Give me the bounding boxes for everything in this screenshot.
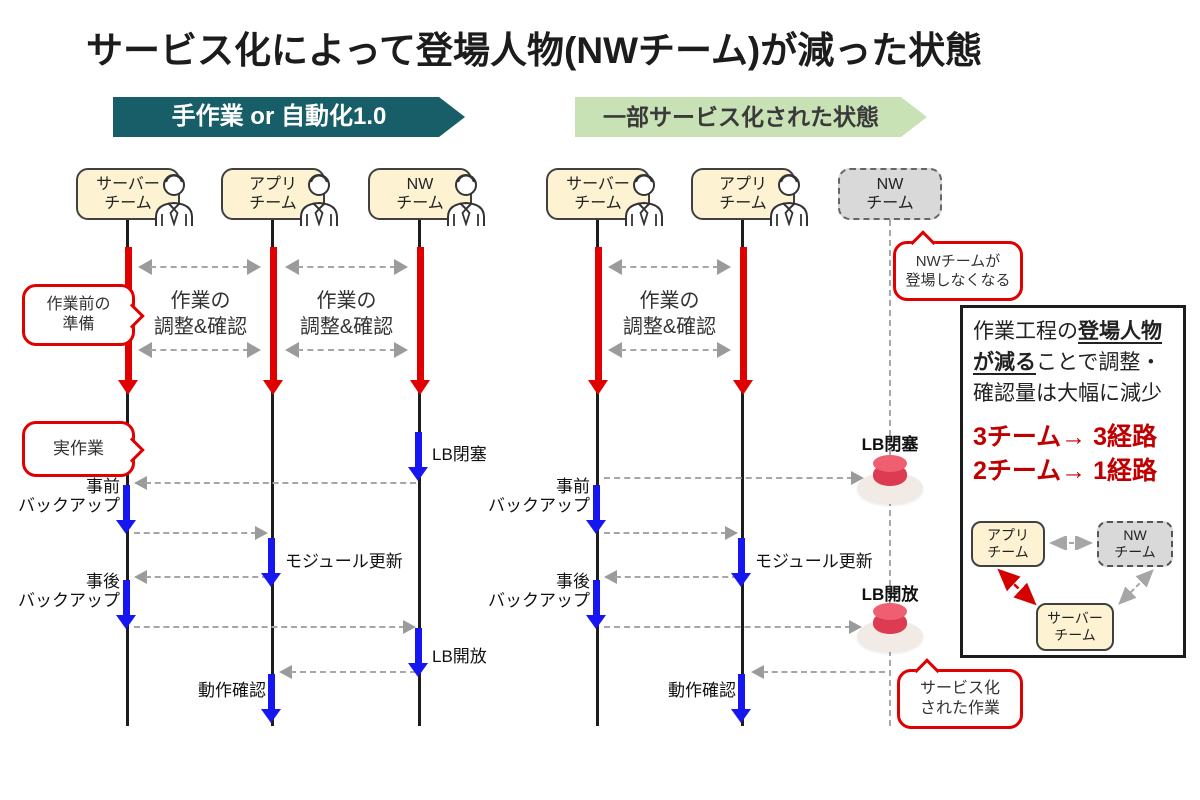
message-arrow [604, 570, 738, 584]
step-arrow-lb-close [408, 432, 428, 481]
mini-box-app: アプリ チーム [971, 521, 1045, 567]
step-label-lb-close: LB閉塞 [432, 445, 487, 464]
step-label-module-update: モジュール更新 [755, 552, 873, 571]
person-icon [767, 172, 811, 231]
team-box-nw-right-grayed: NW チーム [838, 168, 942, 220]
activation-arrow [263, 247, 283, 395]
step-arrow-module-update [261, 538, 281, 587]
callout-preparation: 作業前の 準備 [22, 284, 145, 346]
coordination-arrow [285, 342, 408, 358]
activation-arrow [588, 247, 608, 395]
person-icon [444, 172, 488, 231]
step-arrow-pre-backup [116, 485, 136, 534]
coordination-label: 作業の 調整&確認 [153, 290, 248, 338]
message-arrow [134, 620, 416, 634]
step-label-lb-close-serviced: LB閉塞 [861, 435, 919, 454]
coordination-arrow [608, 342, 731, 358]
callout-actual-work: 実作業 [22, 421, 145, 477]
team-label: チーム [104, 195, 152, 212]
team-label: サーバー [566, 176, 630, 193]
message-arrow [604, 620, 862, 634]
team-box-app-left: アプリ チーム [221, 168, 325, 220]
step-label-lb-open-serviced: LB開放 [861, 585, 919, 604]
team-label: サーバー [96, 176, 160, 193]
step-label-module-update: モジュール更新 [285, 552, 403, 571]
banner-partially-serviced: 一部サービス化された状態 [575, 97, 927, 137]
coordination-arrow [285, 259, 408, 275]
banner-manual-automation: 手作業 or 自動化1.0 [113, 97, 465, 137]
step-arrow-module-update [731, 538, 751, 587]
mini-box-server: サーバー チーム [1036, 603, 1114, 651]
coordination-arrow [138, 342, 261, 358]
step-arrow-operation-check [731, 674, 751, 723]
person-icon [622, 172, 666, 231]
service-button-icon [857, 600, 923, 652]
team-label: チーム [249, 195, 297, 212]
mini-arrow-app-nw [1049, 536, 1093, 550]
service-button-icon [857, 452, 923, 504]
lifeline-server-right [596, 220, 599, 726]
team-label: チーム [574, 195, 622, 212]
team-label: NW [406, 176, 434, 193]
mini-arrow-app-server-red [997, 568, 1037, 606]
step-arrow-post-backup [586, 580, 606, 629]
activation-arrow [733, 247, 753, 395]
message-arrow [604, 471, 864, 485]
message-arrow [604, 526, 738, 540]
coordination-arrow [608, 259, 731, 275]
coordination-arrow [138, 259, 261, 275]
step-label-lb-open: LB開放 [432, 647, 487, 666]
activation-arrow [410, 247, 430, 395]
step-label-post-backup: 事後 バックアップ [488, 572, 590, 610]
team-label: アプリ [248, 176, 297, 193]
mini-arrow-nw-server [1118, 569, 1154, 605]
step-label-pre-backup: 事前 バックアップ [18, 477, 120, 515]
team-label: チーム [719, 195, 767, 212]
step-label-operation-check: 動作確認 [198, 681, 266, 700]
team-label: チーム [866, 195, 914, 212]
coordination-label: 作業の 調整&確認 [299, 290, 394, 338]
step-arrow-operation-check [261, 674, 281, 723]
step-label-pre-backup: 事前 バックアップ [488, 477, 590, 515]
callout-nw-gone: NWチームが 登場しなくなる [893, 230, 1023, 301]
page-title: サービス化によって登場人物(NWチーム)が減った状態 [86, 30, 983, 71]
lifeline-app-right [741, 220, 744, 726]
person-icon [297, 172, 341, 231]
team-label: NW [876, 176, 904, 193]
message-arrow [134, 526, 268, 540]
message-arrow [134, 570, 268, 584]
step-arrow-lb-open [408, 628, 428, 677]
team-label: チーム [396, 195, 444, 212]
mini-box-nw: NW チーム [1097, 521, 1173, 567]
step-label-operation-check: 動作確認 [668, 681, 736, 700]
route-comparison: 3チーム→ 3経路 2チーム→ 1経路 [973, 423, 1158, 485]
step-arrow-pre-backup [586, 485, 606, 534]
coordination-label: 作業の 調整&確認 [622, 290, 717, 338]
message-arrow [279, 665, 416, 679]
message-arrow [751, 665, 885, 679]
callout-tail [119, 437, 145, 463]
message-arrow [134, 476, 416, 490]
step-label-post-backup: 事後 バックアップ [18, 572, 120, 610]
person-icon [152, 172, 196, 231]
lifeline-app-left [271, 220, 274, 726]
info-text: 作業工程の登場人物が減ることで調整・確認量は大幅に減少 [973, 320, 1162, 405]
step-arrow-post-backup [116, 580, 136, 629]
info-box: 作業工程の登場人物が減ることで調整・確認量は大幅に減少 3チーム→ 3経路 2チ… [960, 305, 1186, 658]
team-label: アプリ [718, 176, 767, 193]
callout-serviced-work: サービス化 された作業 [897, 658, 1023, 729]
